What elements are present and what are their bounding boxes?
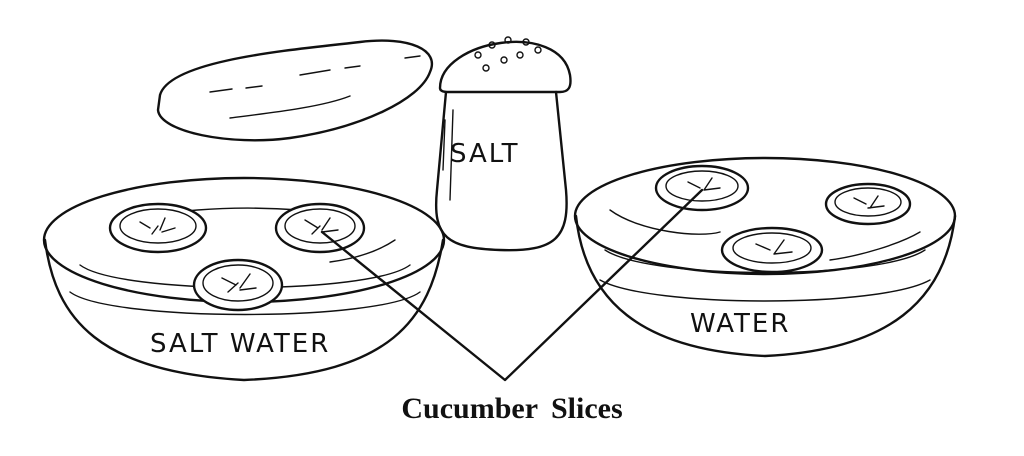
cucumber-slice xyxy=(274,202,366,254)
caption-leader-lines xyxy=(320,188,704,382)
salt-label: SALT xyxy=(450,139,520,169)
cucumber-slice xyxy=(720,226,824,274)
salt-water-label: SALT WATER xyxy=(150,329,330,359)
cucumber-slices-caption: Cucumber Slices xyxy=(401,392,623,425)
water-label: WATER xyxy=(690,309,790,339)
whole-cucumber xyxy=(156,39,433,142)
cucumber-slice xyxy=(654,164,750,212)
salt-shaker: SALT xyxy=(434,36,572,252)
salt-water-bowl: SALT WATER xyxy=(42,176,446,382)
cucumber-slice xyxy=(108,202,208,254)
water-bowl: WATER xyxy=(573,156,957,358)
cucumber-slice xyxy=(192,258,284,312)
cucumber-slice xyxy=(824,182,912,226)
